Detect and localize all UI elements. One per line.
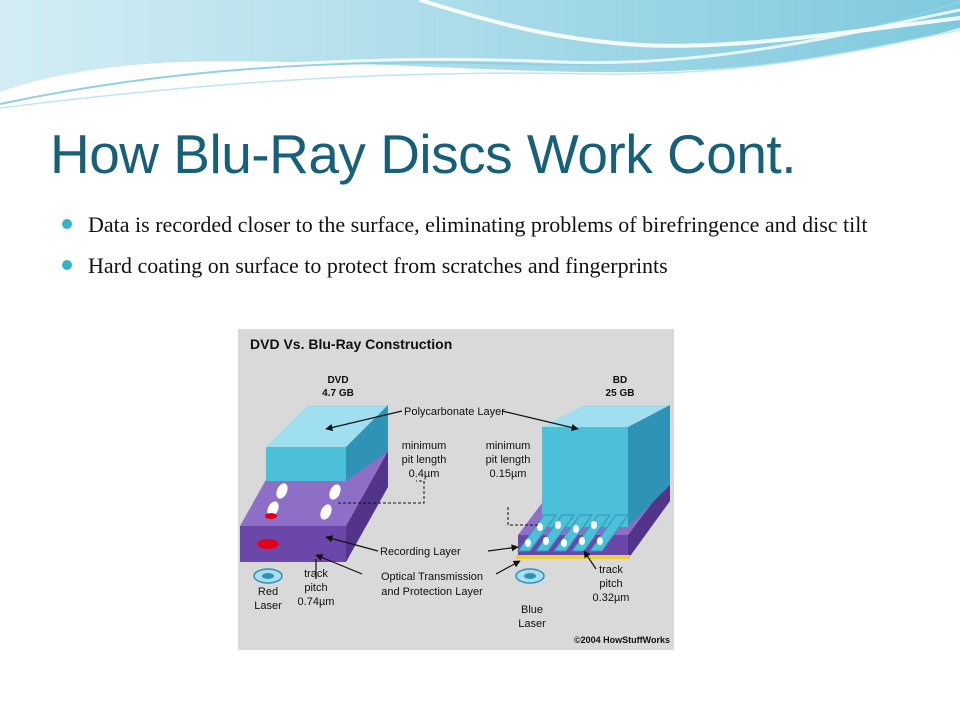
recording-layer-label: Recording Layer (380, 546, 461, 558)
red-laser-icon (253, 568, 283, 584)
bullet-item: Hard coating on surface to protect from … (62, 251, 882, 281)
bullet-text: Hard coating on surface to protect from … (88, 253, 668, 278)
bd-label: BD (613, 375, 627, 386)
dvd-pit-label-1: minimum (402, 440, 447, 452)
optical-label-line2: and Protection Layer (381, 586, 483, 598)
diagram-title: DVD Vs. Blu-Ray Construction (250, 336, 452, 352)
copyright-credit: ©2004 HowStuffWorks (574, 635, 670, 645)
bd-pit-label-1: minimum (486, 440, 531, 452)
bullet-item: Data is recorded closer to the surface, … (62, 210, 882, 240)
optical-label-line1: Optical Transmission (381, 571, 483, 583)
red-laser-label-1: Red (258, 586, 278, 598)
dvd-pit-value: 0.4µm (409, 468, 440, 480)
dvd-track-label-1: track (304, 568, 328, 580)
bd-track-label-2: pitch (599, 578, 622, 590)
blue-laser-icon (515, 568, 545, 584)
bullet-dot-icon (62, 219, 72, 229)
bd-pit-label-2: pit length (486, 454, 531, 466)
dvd-pit-label-2: pit length (402, 454, 447, 466)
dvd-label: DVD (327, 375, 348, 386)
slide-title: How Blu-Ray Discs Work Cont. (50, 123, 796, 185)
dvd-track-label-2: pitch (304, 582, 327, 594)
dvd-capacity: 4.7 GB (322, 388, 354, 399)
blue-laser-label-1: Blue (521, 604, 543, 616)
bd-pit-value: 0.15µm (490, 468, 527, 480)
bullet-list: Data is recorded closer to the surface, … (62, 210, 882, 292)
red-laser-label-2: Laser (254, 600, 282, 612)
bd-track-label-1: track (599, 564, 623, 576)
bullet-text: Data is recorded closer to the surface, … (88, 212, 868, 237)
blue-laser-label-2: Laser (518, 618, 546, 630)
polycarbonate-label: Polycarbonate Layer (404, 406, 505, 418)
bd-track-value: 0.32µm (593, 592, 630, 604)
bd-disc-cross-section (516, 405, 670, 559)
dvd-track-value: 0.74µm (298, 596, 335, 608)
dvd-disc-cross-section (240, 405, 388, 562)
header-wave-decoration (0, 0, 960, 109)
bullet-dot-icon (62, 260, 72, 270)
bd-capacity: 25 GB (606, 388, 635, 399)
dvd-vs-bluray-diagram: DVD Vs. Blu-Ray Construction DVD 4.7 GB … (238, 329, 674, 650)
